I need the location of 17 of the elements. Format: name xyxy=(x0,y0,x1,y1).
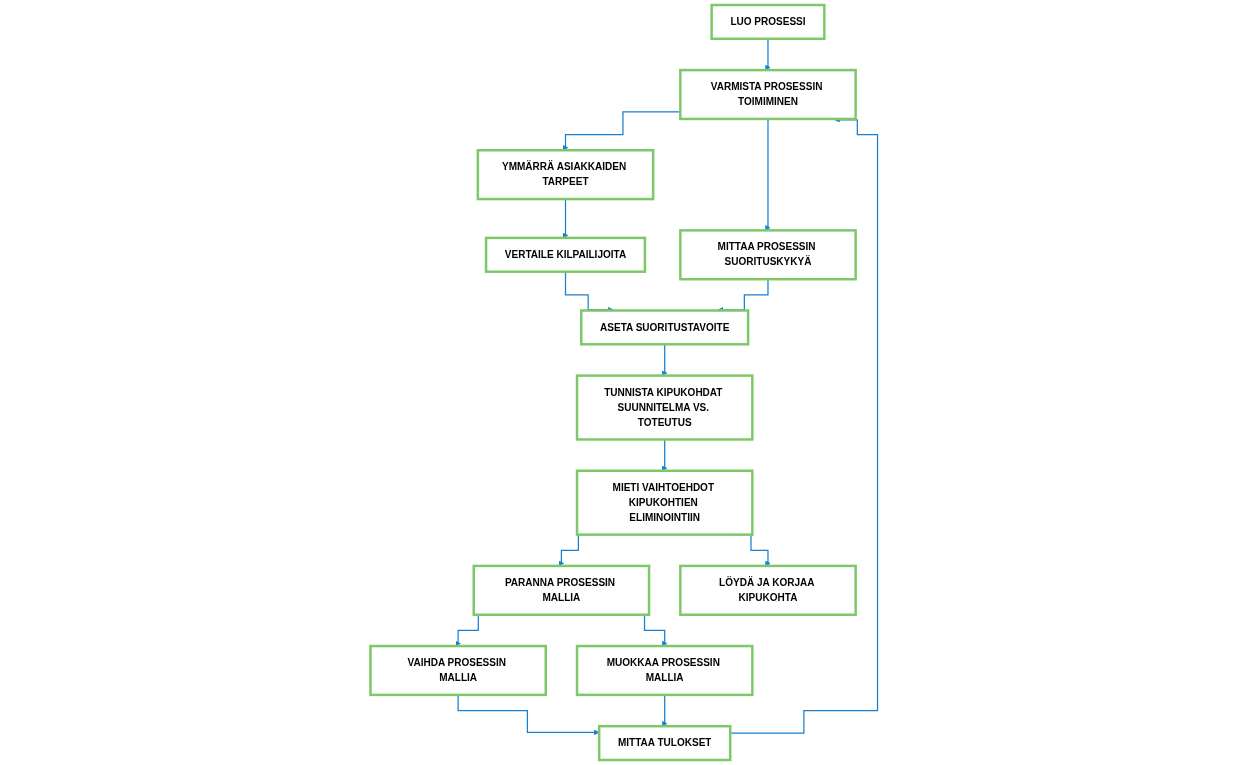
node-box: VAIHDA PROSESSIN MALLIA xyxy=(368,644,547,697)
arrow xyxy=(764,118,771,231)
node-box: VARMISTA PROSESSIN TOIMIMINEN xyxy=(678,68,857,121)
node-box: PARANNA PROSESSIN MALLIA xyxy=(472,564,650,616)
node-box: LÖYDÄ JA KORJAA KIPUKOHTA xyxy=(678,564,857,616)
node-box: MIETI VAIHTOEHDOT KIPUKOHTIEN ELIMINOINTIIN xyxy=(575,469,754,536)
arrow xyxy=(456,694,599,736)
node-box: TUNNISTA KIPUKOHDAT SUUNNITELMA VS. TOTEUTUS xyxy=(575,374,754,441)
node-box: MUOKKAA PROSESSIN MALLIA xyxy=(575,644,754,697)
node-box: MITTAA PROSESSIN SUORITUSKYKYÄ xyxy=(678,229,857,281)
node-box: MITTAA TULOKSET xyxy=(597,724,731,762)
node-box: YMMÄRRÄ ASIAKKAIDEN TARPEET xyxy=(476,149,654,201)
arrow xyxy=(661,694,667,727)
node-box: LUO PROSESSI xyxy=(709,3,826,41)
arrow xyxy=(764,38,771,71)
node-box: VERTAILE KILPAILIJOITA xyxy=(484,236,646,273)
node-box: ASETA SUORITUSTAVOITE xyxy=(579,309,749,346)
